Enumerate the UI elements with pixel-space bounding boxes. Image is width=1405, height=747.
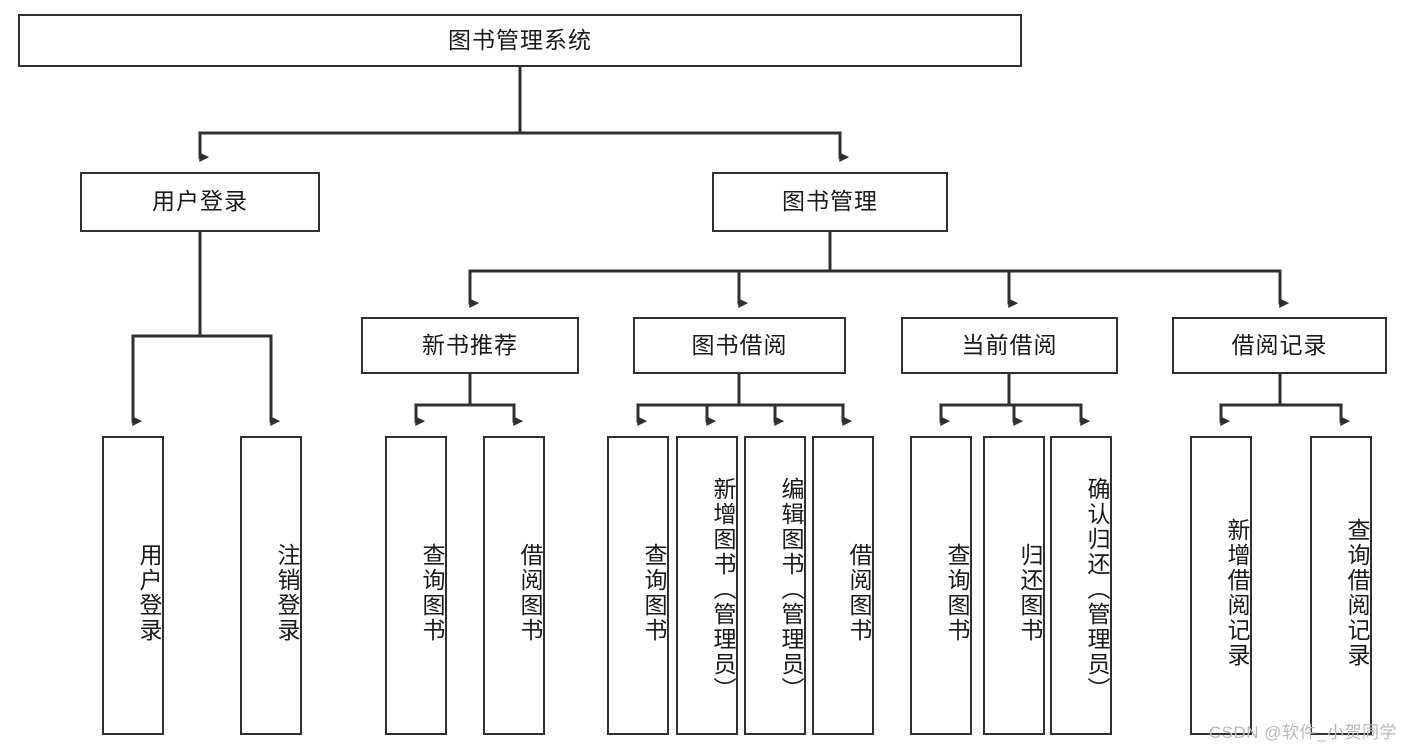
node-leaf-return-book-label: 归还图书 [1017,542,1043,643]
node-leaf-confirm-return-label: 确认归还（管理员） [1084,477,1110,702]
node-user-login-label: 用户登录 [152,188,248,215]
node-leaf-borrow-book[interactable]: 借阅图书 [812,436,874,735]
node-book-borrow[interactable]: 图书借阅 [633,317,846,374]
node-leaf-user-login[interactable]: 用户登录 [102,436,164,735]
node-root-label: 图书管理系统 [448,26,592,53]
node-leaf-add-book-label: 新增图书（管理员） [710,477,736,702]
node-borrow-record[interactable]: 借阅记录 [1172,317,1387,374]
node-leaf-user-logout-label: 注销登录 [274,542,300,643]
node-current-borrow[interactable]: 当前借阅 [901,317,1118,374]
node-leaf-query-borrow-record[interactable]: 查询借阅记录 [1310,436,1372,735]
node-leaf-query-borrow-record-label: 查询借阅记录 [1344,517,1370,668]
node-leaf-edit-book[interactable]: 编辑图书（管理员） [744,436,806,735]
node-leaf-query-book-recommend-label: 查询图书 [419,542,445,643]
node-leaf-add-borrow-record[interactable]: 新增借阅记录 [1190,436,1252,735]
node-leaf-borrow-book-label: 借阅图书 [846,542,872,643]
node-current-borrow-label: 当前借阅 [961,331,1058,358]
node-leaf-query-book-current-label: 查询图书 [944,542,970,643]
csdn-watermark: CSDN @软件_小贺同学 [1208,723,1397,742]
node-leaf-user-login-label: 用户登录 [136,542,162,643]
node-book-borrow-label: 图书借阅 [691,331,788,358]
node-leaf-borrow-book-recommend[interactable]: 借阅图书 [483,436,545,735]
node-leaf-edit-book-label: 编辑图书（管理员） [778,477,804,702]
node-new-book-recommend-label: 新书推荐 [422,331,518,358]
node-borrow-record-label: 借阅记录 [1231,331,1328,358]
node-leaf-query-book-borrow[interactable]: 查询图书 [607,436,669,735]
node-leaf-borrow-book-recommend-label: 借阅图书 [517,542,543,643]
node-leaf-query-book-current[interactable]: 查询图书 [910,436,972,735]
node-root[interactable]: 图书管理系统 [18,14,1022,67]
node-leaf-query-book-borrow-label: 查询图书 [641,542,667,643]
node-leaf-add-book[interactable]: 新增图书（管理员） [676,436,738,735]
node-book-manage[interactable]: 图书管理 [712,172,948,232]
node-book-manage-label: 图书管理 [782,188,878,215]
node-leaf-return-book[interactable]: 归还图书 [983,436,1045,735]
node-leaf-user-logout[interactable]: 注销登录 [240,436,302,735]
node-leaf-query-book-recommend[interactable]: 查询图书 [385,436,447,735]
node-user-login[interactable]: 用户登录 [80,172,320,232]
node-leaf-add-borrow-record-label: 新增借阅记录 [1224,517,1250,668]
node-new-book-recommend[interactable]: 新书推荐 [361,317,579,374]
node-leaf-confirm-return[interactable]: 确认归还（管理员） [1050,436,1112,735]
